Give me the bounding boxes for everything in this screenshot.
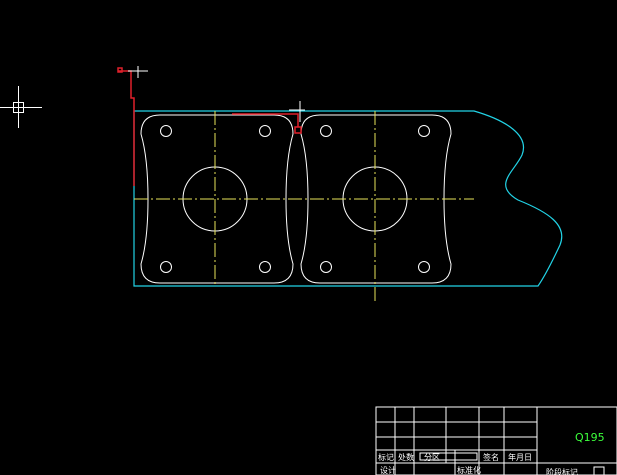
material-label: Q195 xyxy=(575,431,605,444)
label-jieduanbiaoji: 阶段标记 xyxy=(546,467,578,475)
center-lines xyxy=(134,111,474,304)
label-chushu: 处数 xyxy=(398,452,414,462)
label-nianyueri: 年月日 xyxy=(508,452,532,462)
left-boss-outline xyxy=(140,114,294,284)
bolt-holes xyxy=(160,125,430,273)
label-qianming: 签名 xyxy=(483,452,499,462)
label-biaoji: 标记 xyxy=(378,452,394,462)
right-boss-outline xyxy=(300,114,452,284)
crosshair-cursor-icon xyxy=(0,86,42,128)
label-sheji: 设计 xyxy=(380,465,396,475)
selected-edge-lines[interactable] xyxy=(117,67,302,186)
plate-outline xyxy=(133,110,563,287)
label-biaozhunhua: 标准化 xyxy=(457,465,481,475)
dimension-ticks xyxy=(128,66,305,122)
label-fenqu: 分区 xyxy=(424,453,440,462)
title-block xyxy=(375,406,617,475)
